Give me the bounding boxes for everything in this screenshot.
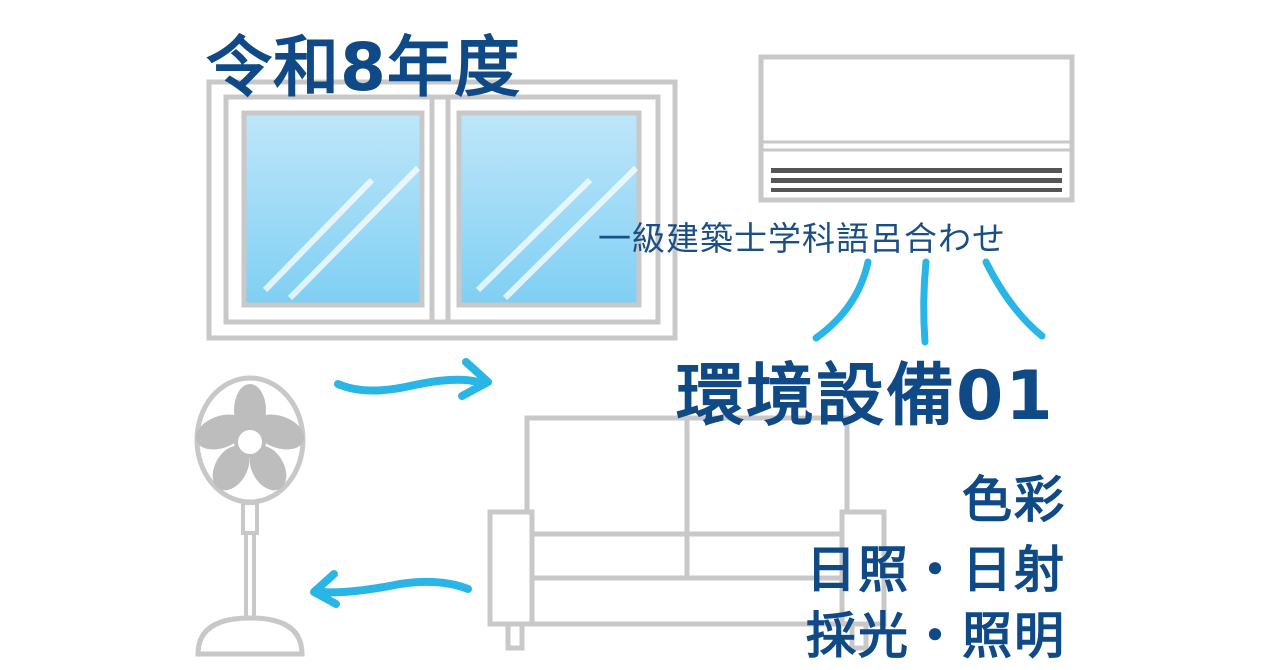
window-icon bbox=[206, 79, 678, 341]
year-title: 令和8年度 bbox=[206, 29, 521, 106]
airflow-arrow-icon bbox=[334, 358, 492, 400]
topic-sunlight: 日照・日射 bbox=[806, 541, 1066, 599]
subtitle: 一級建築士学科語呂合わせ bbox=[598, 219, 1006, 258]
airflow-arrow-icon bbox=[812, 258, 1046, 346]
sofa-icon bbox=[487, 415, 887, 651]
topic-color: 色彩 bbox=[962, 471, 1066, 529]
main-title: 環境設備01 bbox=[676, 357, 1055, 436]
topic-lighting: 採光・照明 bbox=[806, 607, 1066, 665]
airflow-arrow-icon bbox=[310, 570, 472, 608]
electric-fan-icon bbox=[194, 375, 306, 657]
air-conditioner-icon bbox=[758, 54, 1075, 203]
